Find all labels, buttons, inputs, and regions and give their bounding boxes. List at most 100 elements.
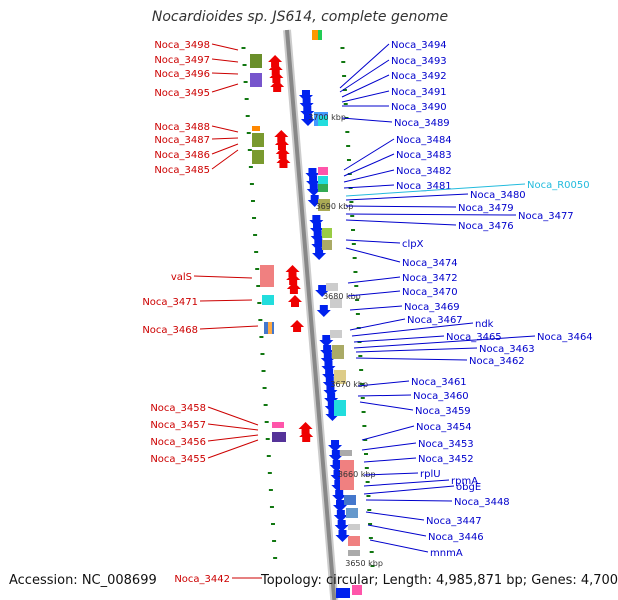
reverse-gene-arrow (320, 345, 335, 357)
scale-label: 3650 kbp (345, 559, 383, 568)
gene-domain-box (340, 460, 354, 490)
gene-domain-box (348, 550, 360, 556)
right-gene-label: Noca_3454 (416, 422, 472, 433)
left-gene-label: Noca_3486 (154, 150, 210, 161)
right-gene-label: Noca_3459 (415, 406, 471, 417)
gene-domain-box (326, 283, 338, 291)
reverse-gene-arrow (321, 361, 336, 373)
gene-domain-box (344, 495, 356, 505)
reverse-gene-arrow (300, 106, 315, 118)
right-gene-label: Noca_3493 (391, 56, 447, 67)
left-gene-label: Noca_3485 (154, 165, 210, 176)
gene-domain-box (312, 30, 322, 40)
left-leader-line (211, 72, 239, 75)
genome-summary: Topology: circular; Length: 4,985,871 bp… (261, 573, 618, 588)
right-leader-line (363, 472, 419, 476)
right-leader-line (353, 335, 536, 349)
gene-domain-box (352, 585, 362, 595)
gene-domain-box (318, 176, 328, 184)
gene-domain-box (334, 370, 346, 384)
forward-gene-arrow (268, 55, 283, 67)
left-gene-label: Noca_3496 (154, 69, 210, 80)
gene-domain-box (348, 536, 360, 546)
gene-domain-box (252, 150, 264, 164)
right-gene-label: Noca_3494 (391, 40, 447, 51)
right-leader-line (357, 394, 412, 397)
right-leader-line (345, 213, 517, 216)
right-leader-line (345, 239, 401, 244)
reverse-gene-arrow (322, 377, 337, 389)
left-leader-line (211, 143, 239, 155)
left-gene-label: Noca_3442 (174, 574, 230, 585)
scale-label: 3700 kbp (308, 113, 346, 122)
right-leader-line (353, 335, 445, 343)
right-leader-line (345, 193, 469, 201)
right-gene-label: Noca_3483 (396, 150, 452, 161)
reverse-gene-arrow (306, 184, 321, 196)
forward-gene-arrow (286, 273, 301, 285)
right-gene-label: Noca_3446 (428, 532, 484, 543)
reverse-gene-arrow (333, 510, 348, 522)
right-gene-label: Noca_3467 (407, 315, 463, 326)
forward-gene-arrow (270, 80, 285, 92)
right-gene-label: ndk (475, 319, 494, 330)
right-gene-label: Noca_3447 (426, 516, 482, 527)
left-leader-line (207, 423, 259, 431)
right-gene-label: Noca_3463 (479, 344, 535, 355)
gene-domain-box (318, 184, 328, 192)
left-gene-label: Noca_3498 (154, 40, 210, 51)
gene-domain-box (260, 265, 274, 287)
left-leader-line (199, 299, 253, 302)
gene-domain-box (318, 30, 322, 40)
reverse-gene-arrow (328, 440, 343, 452)
left-leader-line (207, 434, 259, 442)
right-gene-label: Noca_3453 (418, 439, 474, 450)
reverse-gene-arrow (310, 231, 325, 243)
scale-label: 3670 kbp (330, 380, 368, 389)
right-gene-label: Noca_3461 (411, 377, 467, 388)
right-gene-label: Noca_3469 (404, 302, 460, 313)
reverse-gene-arrow (309, 215, 324, 227)
right-gene-label: Noca_3477 (518, 211, 574, 222)
right-leader-line (365, 499, 453, 502)
right-leader-line (343, 169, 395, 183)
right-gene-label: Noca_R0050 (527, 180, 590, 191)
right-gene-label: mnmA (430, 548, 463, 559)
reverse-gene-arrow (299, 98, 314, 110)
right-gene-label: Noca_3481 (396, 181, 452, 192)
left-leader-line (211, 43, 239, 51)
left-leader-line (211, 137, 239, 140)
forward-gene-arrow (290, 320, 305, 332)
gene-domain-box (318, 167, 328, 175)
right-gene-label: Noca_3490 (391, 102, 447, 113)
gene-domain-box (330, 298, 342, 308)
gene-domain-box (322, 228, 332, 238)
right-gene-label: Noca_3452 (418, 454, 474, 465)
right-gene-label: Noca_3462 (469, 356, 525, 367)
reverse-gene-arrow (323, 385, 338, 397)
gene-domain-box (336, 588, 350, 598)
right-gene-label: Noca_3465 (446, 332, 502, 343)
gene-domain-box (322, 240, 332, 250)
right-leader-line (369, 539, 429, 553)
reverse-gene-arrow (300, 114, 315, 126)
reverse-gene-arrow (332, 490, 347, 502)
reverse-gene-arrow (333, 500, 348, 512)
left-gene-label: Noca_3455 (150, 454, 206, 465)
gene-domain-box (334, 400, 346, 416)
right-leader-line (347, 290, 401, 297)
right-gene-label: rplU (420, 469, 441, 480)
right-leader-line (365, 511, 425, 521)
gene-domain-box (332, 345, 344, 359)
left-gene-label: valS (171, 272, 192, 283)
scale-label: 3660 kbp (338, 470, 376, 479)
right-leader-line (343, 184, 395, 189)
reverse-gene-arrow (335, 530, 350, 542)
right-gene-label: Noca_3472 (402, 273, 458, 284)
right-leader-line (367, 524, 427, 537)
left-leader-line (211, 149, 239, 170)
reverse-gene-arrow (334, 520, 349, 532)
gene-domain-box (250, 54, 262, 68)
right-gene-label: Noca_3484 (396, 135, 452, 146)
left-gene-label: Noca_3471 (142, 297, 198, 308)
